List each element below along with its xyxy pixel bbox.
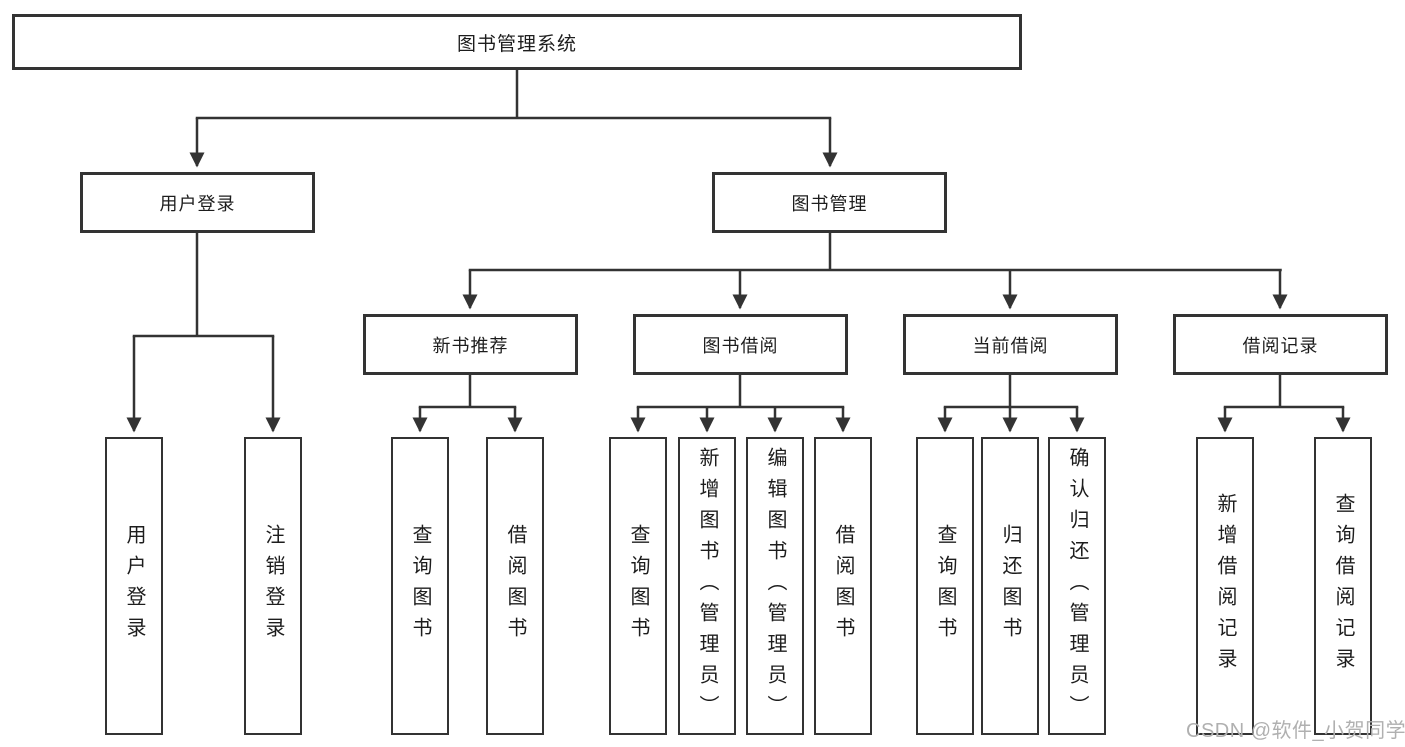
leaf-label: 查询图书 <box>627 524 649 648</box>
node-current-borrowing: 当前借阅 <box>903 314 1118 375</box>
leaf-label: 编辑图书（管理员） <box>764 446 786 726</box>
leaf-label: 查询借阅记录 <box>1332 493 1354 679</box>
leaf-query-books: 查询图书 <box>916 437 974 735</box>
node-user-login: 用户登录 <box>80 172 315 233</box>
leaf-label: 借阅图书 <box>504 524 526 648</box>
leaf-query-books: 查询图书 <box>609 437 667 735</box>
leaf-confirm-return-admin: 确认归还（管理员） <box>1048 437 1106 735</box>
leaf-add-borrow-record: 新增借阅记录 <box>1196 437 1254 735</box>
leaf-label: 确认归还（管理员） <box>1066 446 1088 726</box>
leaf-borrow-books: 借阅图书 <box>486 437 544 735</box>
node-library-management-system: 图书管理系统 <box>12 14 1022 70</box>
leaf-query-borrow-record: 查询借阅记录 <box>1314 437 1372 735</box>
leaf-logout: 注销登录 <box>244 437 302 735</box>
leaf-return-book: 归还图书 <box>981 437 1039 735</box>
leaf-label: 新增借阅记录 <box>1214 493 1236 679</box>
csdn-watermark: CSDN @软件_小贺同学 <box>1186 720 1405 742</box>
leaf-label: 新增图书（管理员） <box>696 446 718 726</box>
node-borrowing-records: 借阅记录 <box>1173 314 1388 375</box>
leaf-edit-book-admin: 编辑图书（管理员） <box>746 437 804 735</box>
leaf-label: 查询图书 <box>934 524 956 648</box>
leaf-query-books: 查询图书 <box>391 437 449 735</box>
leaf-label: 归还图书 <box>999 524 1021 648</box>
leaf-add-book-admin: 新增图书（管理员） <box>678 437 736 735</box>
leaf-label: 查询图书 <box>409 524 431 648</box>
node-book-management: 图书管理 <box>712 172 947 233</box>
leaf-label: 注销登录 <box>262 524 284 648</box>
leaf-borrow-books: 借阅图书 <box>814 437 872 735</box>
leaf-user-login: 用户登录 <box>105 437 163 735</box>
node-book-borrowing: 图书借阅 <box>633 314 848 375</box>
leaf-label: 用户登录 <box>123 524 145 648</box>
node-new-book-recommendation: 新书推荐 <box>363 314 578 375</box>
leaf-label: 借阅图书 <box>832 524 854 648</box>
